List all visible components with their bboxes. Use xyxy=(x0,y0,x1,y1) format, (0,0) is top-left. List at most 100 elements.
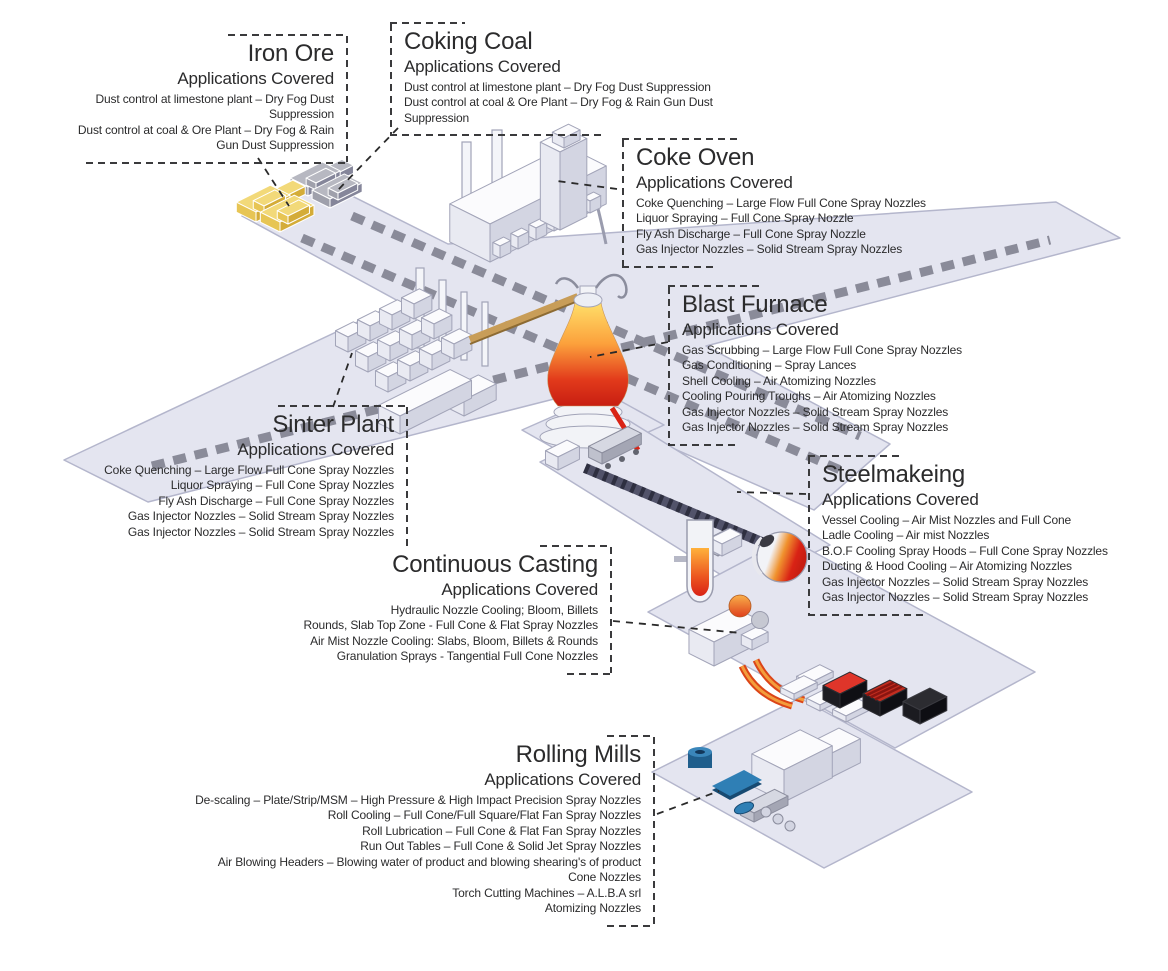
section-title: Steelmakeing xyxy=(822,461,966,488)
application-item: Fly Ash Discharge – Full Cone Spray Nozz… xyxy=(158,493,394,508)
dashed-border xyxy=(808,457,810,614)
blast-furnace-annotation: Blast Furnace Applications Covered Gas S… xyxy=(668,285,990,446)
application-item: Gas Conditioning – Spray Lances xyxy=(682,358,857,373)
application-item: Gas Injector Nozzles – Solid Stream Spra… xyxy=(822,574,1089,589)
application-item: Gas Injector Nozzles – Solid Stream Spra… xyxy=(127,524,394,539)
application-item: Gun Dust Suppression xyxy=(216,138,334,153)
section-subtitle: Applications Covered xyxy=(441,579,598,599)
dashed-border xyxy=(86,161,348,164)
section-subtitle: Applications Covered xyxy=(822,489,979,509)
application-item: B.O.F Cooling Spray Hoods – Full Cone Sp… xyxy=(822,543,1108,558)
hot-block-stripes xyxy=(865,681,903,701)
application-item: Cone Nozzles xyxy=(568,870,641,885)
coke-oven-annotation: Coke Oven Applications Covered Coke Quen… xyxy=(622,138,944,268)
application-item: Run Out Tables – Full Cone & Solid Jet S… xyxy=(360,839,641,854)
application-item: Roll Cooling – Full Cone/Full Square/Fla… xyxy=(327,808,641,823)
application-item: Dust control at coal & Ore Plant – Dry F… xyxy=(77,122,334,137)
application-item: Shell Cooling – Air Atomizing Nozzles xyxy=(682,373,876,388)
rolling-mill-details xyxy=(688,747,796,832)
dashed-border xyxy=(622,265,717,268)
section-subtitle: Applications Covered xyxy=(682,319,839,339)
dashed-border xyxy=(390,24,392,135)
caster-dome xyxy=(728,594,752,618)
dashed-border xyxy=(622,140,624,266)
application-item: Gas Injector Nozzles – Solid Stream Spra… xyxy=(682,404,949,419)
application-item: De-scaling – Plate/Strip/MSM – High Pres… xyxy=(195,792,641,807)
dashed-border xyxy=(228,34,348,36)
application-item: Dust control at coal & Ore Plant – Dry F… xyxy=(404,95,713,110)
dashed-border xyxy=(540,545,612,547)
steelmaking-annotation: Steelmakeing Applications Covered Vessel… xyxy=(808,455,1133,616)
application-item: Coke Quenching – Large Flow Full Cone Sp… xyxy=(636,195,926,210)
application-item: Air Mist Nozzle Cooling: Slabs, Bloom, B… xyxy=(310,633,598,648)
dashed-border xyxy=(668,287,670,444)
rolling-mills-annotation: Rolling Mills Applications Covered De-sc… xyxy=(135,735,655,927)
section-title: Blast Furnace xyxy=(682,291,828,318)
section-title: Rolling Mills xyxy=(515,741,642,768)
applications-list: De-scaling – Plate/Strip/MSM – High Pres… xyxy=(139,793,641,917)
ladle-melt xyxy=(691,548,709,596)
leader-coking-coal xyxy=(336,127,399,192)
steel-billet xyxy=(733,801,755,815)
leader-rolling-mills xyxy=(656,790,720,815)
dashed-border xyxy=(278,405,408,407)
section-title: Coke Oven xyxy=(636,144,755,171)
coking-coal-annotation: Coking Coal Applications Covered Dust co… xyxy=(390,22,745,137)
application-item: Gas Injector Nozzles – Solid Stream Spra… xyxy=(682,420,949,435)
application-item: Hydraulic Nozzle Cooling; Bloom, Billets xyxy=(390,602,599,617)
application-item: Air Blowing Headers – Blowing water of p… xyxy=(217,854,641,869)
dashed-border xyxy=(808,455,903,457)
application-item: Coke Quenching – Large Flow Full Cone Sp… xyxy=(104,462,394,477)
leader-lines xyxy=(257,127,807,815)
dashed-border xyxy=(622,138,740,140)
section-subtitle: Applications Covered xyxy=(237,439,394,459)
applications-list: Hydraulic Nozzle Cooling; Bloom, Billets… xyxy=(271,602,599,665)
leader-coke-oven xyxy=(556,180,618,190)
leader-steelmaking xyxy=(736,491,807,495)
application-item: Torch Cutting Machines – A.L.B.A srl xyxy=(452,885,641,900)
continuous-casting-annotation: Continuous Casting Applications Covered … xyxy=(267,545,612,675)
section-title: Coking Coal xyxy=(404,28,533,55)
application-item: Dust control at limestone plant – Dry Fo… xyxy=(404,79,711,94)
application-item: Liquor Spraying – Full Cone Spray Nozzle… xyxy=(170,478,394,493)
application-item: Dust control at limestone plant – Dry Fo… xyxy=(95,91,334,106)
application-item: Gas Injector Nozzles – Solid Stream Spra… xyxy=(636,242,903,257)
dashed-border xyxy=(390,22,465,24)
steelmaking-vessels xyxy=(674,519,808,710)
dashed-border xyxy=(346,36,348,162)
application-item: Liquor Spraying – Full Cone Spray Nozzle xyxy=(636,211,854,226)
application-item: Ladle Cooling – Air mist Nozzles xyxy=(822,528,990,543)
dashed-border xyxy=(668,443,738,446)
application-item: Suppression xyxy=(268,107,334,122)
buildings-and-stockpiles xyxy=(235,123,607,435)
application-item: Gas Injector Nozzles – Solid Stream Spra… xyxy=(127,509,394,524)
leader-continuous-casting xyxy=(612,620,742,634)
applications-list: Gas Scrubbing – Large Flow Full Cone Spr… xyxy=(682,343,984,436)
dashed-border xyxy=(808,613,928,616)
slabs-blocks-mills xyxy=(740,664,948,823)
caster-cylinder xyxy=(751,611,769,629)
applications-list: Dust control at limestone plant – Dry Fo… xyxy=(42,92,334,154)
application-item: Roll Lubrication – Full Cone & Flat Fan … xyxy=(362,823,641,838)
section-subtitle: Applications Covered xyxy=(484,769,641,789)
sinter-plant-annotation: Sinter Plant Applications Covered Coke Q… xyxy=(86,405,408,549)
torpedo-car-wheels xyxy=(605,449,639,469)
section-subtitle: Applications Covered xyxy=(404,56,561,76)
dashed-border xyxy=(390,134,605,137)
leader-blast-furnace xyxy=(589,341,669,358)
application-item: Cooling Pouring Troughs – Air Atomizing … xyxy=(682,389,936,404)
application-item: Atomizing Nozzles xyxy=(544,901,641,916)
application-item: Gas Injector Nozzles – Solid Stream Spra… xyxy=(822,590,1089,605)
applications-list: Dust control at limestone plant – Dry Fo… xyxy=(404,80,739,127)
blast-furnace-vessel xyxy=(468,273,641,452)
application-item: Fly Ash Discharge – Full Cone Spray Nozz… xyxy=(636,226,866,241)
dashed-border xyxy=(607,924,655,927)
dashed-border xyxy=(668,285,763,287)
section-subtitle: Applications Covered xyxy=(177,68,334,88)
iron-ore-annotation: Iron Ore Applications Covered Dust contr… xyxy=(38,34,348,164)
leader-iron-ore xyxy=(257,157,290,207)
dashed-border xyxy=(653,737,655,925)
application-item: Rounds, Slab Top Zone - Full Cone & Flat… xyxy=(303,618,599,633)
